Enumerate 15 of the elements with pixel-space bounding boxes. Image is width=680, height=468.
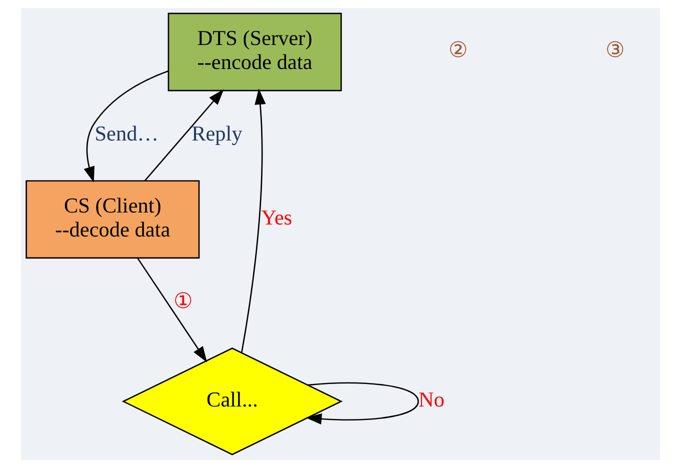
node-box: CS (Client) --decode data: [25, 180, 200, 259]
label: ②: [448, 38, 468, 62]
arrow: [83, 70, 168, 183]
node-box: DTS (Server) --encode data: [167, 12, 342, 92]
node-diamond: Call...: [121, 348, 342, 456]
arrow: [305, 382, 418, 424]
edge-label: Yes: [260, 205, 292, 230]
label: ③: [604, 38, 624, 62]
edge-label: ①: [173, 289, 192, 314]
arrow: [240, 88, 266, 353]
arrow: [136, 258, 207, 362]
edge-label: No: [418, 387, 444, 412]
edge-label: Reply: [191, 122, 242, 146]
edge-label: Send…: [94, 122, 158, 146]
arrow: [144, 89, 224, 182]
